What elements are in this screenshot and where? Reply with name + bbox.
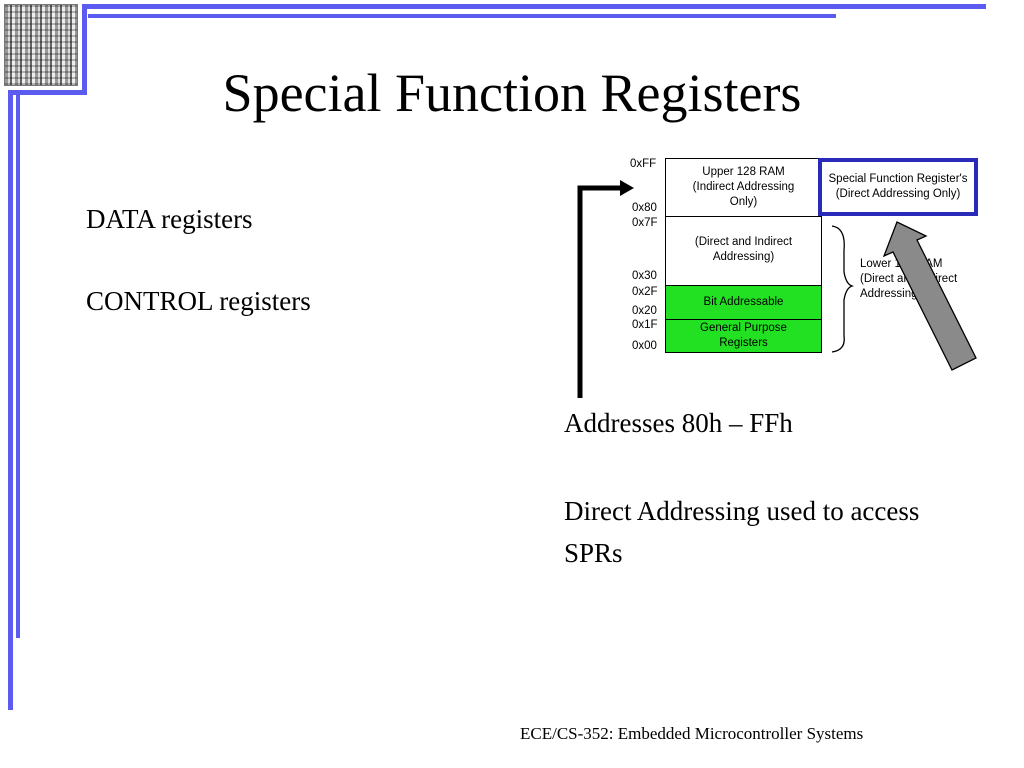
corner-rule-v — [82, 4, 87, 90]
lower-ram-line: Lower 128 RAM — [860, 258, 943, 270]
lower-ram-line: Addressing) — [860, 288, 922, 300]
bullet-data-registers: DATA registers — [86, 204, 253, 234]
addr-label: 0x7F — [632, 217, 658, 229]
addr-label: 0x80 — [632, 202, 657, 214]
addr-label: 0x00 — [632, 340, 657, 352]
chip-logo — [4, 4, 78, 86]
addr-label: 0x20 — [632, 305, 657, 317]
lower-ram-brace — [831, 225, 855, 353]
addr-label: 0x2F — [632, 286, 658, 298]
left-rule — [8, 90, 13, 710]
footer-text: ECE/CS-352: Embedded Microcontroller Sys… — [520, 724, 864, 743]
direct-indirect-block: (Direct and Indirect Addressing) — [665, 216, 822, 286]
top-rule — [82, 4, 986, 9]
lower-ram-label: Lower 128 RAM (Direct and Indirect Addre… — [860, 257, 957, 302]
addr-label: 0x30 — [632, 270, 657, 282]
addr-label: 0xFF — [630, 158, 657, 170]
pointer-arrow — [577, 185, 624, 398]
pointer-arrowhead — [620, 180, 634, 196]
bullet-direct-addressing: Direct Addressing used to access SPRs — [564, 496, 920, 568]
slide-title: Special Function Registers — [222, 63, 802, 123]
lower-ram-line: (Direct and Indirect — [860, 273, 958, 285]
bit-addressable-block: Bit Addressable — [665, 285, 822, 320]
corner-rule-h — [8, 90, 87, 95]
addr-label: 0x1F — [632, 319, 658, 331]
left-rule-inner — [16, 90, 20, 638]
general-purpose-block: General Purpose Registers — [665, 319, 822, 353]
top-rule-inner — [88, 14, 836, 18]
upper-ram-block: Upper 128 RAM (Indirect Addressing Only) — [665, 158, 822, 217]
bullet-control-registers: CONTROL registers — [86, 286, 311, 316]
bullet-addresses: Addresses 80h – FFh — [564, 408, 793, 438]
sfr-block: Special Function Register's (Direct Addr… — [818, 158, 978, 216]
